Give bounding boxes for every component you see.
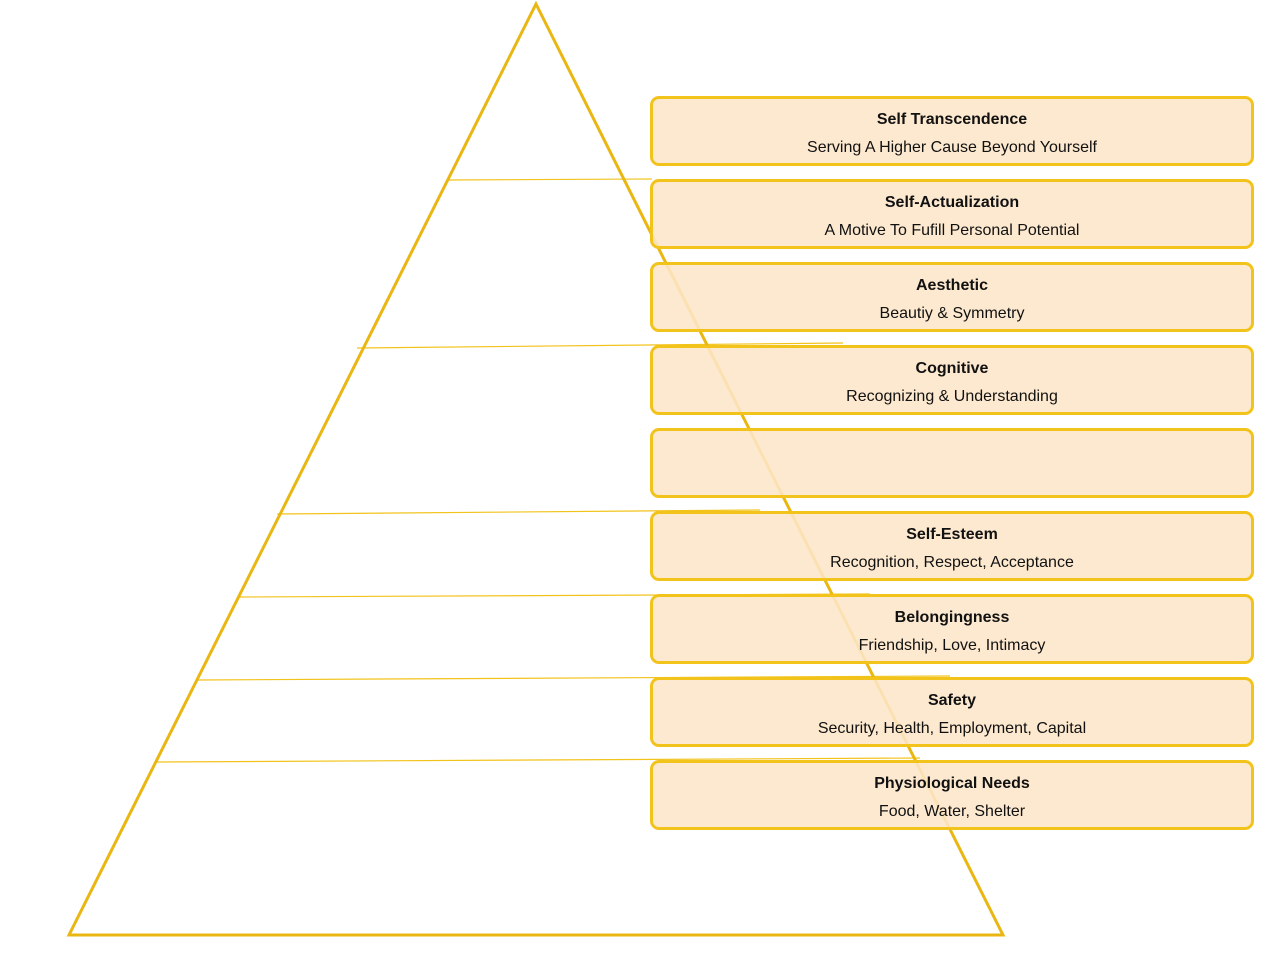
- level-box-physiological-needs: Physiological Needs Food, Water, Shelter: [650, 760, 1254, 830]
- level-title: Safety: [927, 692, 977, 709]
- level-title: Cognitive: [915, 360, 989, 377]
- pyramid-divider-3: [276, 509, 761, 515]
- level-title: Aesthetic: [915, 277, 989, 294]
- pyramid-divider-5: [197, 675, 951, 681]
- level-title: Self Transcendence: [876, 111, 1028, 128]
- level-box-self-esteem: Self-Esteem Recognition, Respect, Accept…: [650, 511, 1254, 581]
- level-description: Food, Water, Shelter: [878, 803, 1026, 820]
- level-box-safety: Safety Security, Health, Employment, Cap…: [650, 677, 1254, 747]
- level-title: Self-Esteem: [906, 526, 998, 543]
- level-description: A Motive To Fufill Personal Potential: [824, 222, 1080, 239]
- level-box-belongingness: Belongingness Friendship, Love, Intimacy: [650, 594, 1254, 664]
- pyramid-divider-2: [356, 342, 844, 349]
- level-box-self-actualization: Self-Actualization A Motive To Fufill Pe…: [650, 179, 1254, 249]
- level-box-aesthetic: Aesthetic Beautiy & Symmetry: [650, 262, 1254, 332]
- level-box-empty: [650, 428, 1254, 498]
- level-description: Security, Health, Employment, Capital: [817, 720, 1087, 737]
- level-title: Self-Actualization: [884, 194, 1020, 211]
- level-title: Belongingness: [894, 609, 1010, 626]
- level-description: Serving A Higher Cause Beyond Yourself: [807, 139, 1097, 156]
- level-description: Recognizing & Understanding: [846, 388, 1058, 405]
- level-box-self-transcendence: Self Transcendence Serving A Higher Caus…: [650, 96, 1254, 166]
- level-description: Beautiy & Symmetry: [879, 305, 1025, 322]
- level-title: Physiological Needs: [874, 775, 1030, 792]
- level-description: Recognition, Respect, Acceptance: [830, 554, 1074, 571]
- pyramid-divider-6: [156, 757, 921, 763]
- pyramid-divider-1: [447, 178, 653, 181]
- level-description: Friendship, Love, Intimacy: [858, 637, 1046, 654]
- level-box-cognitive: Cognitive Recognizing & Understanding: [650, 345, 1254, 415]
